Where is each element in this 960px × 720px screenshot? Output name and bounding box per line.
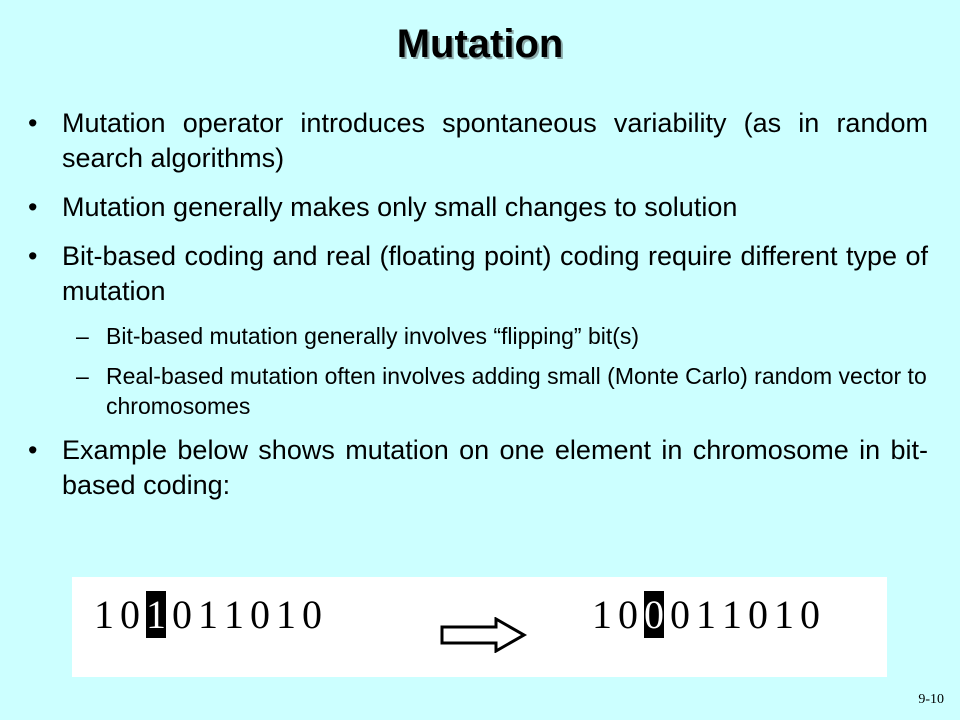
dash-glyph: – — [76, 323, 89, 349]
bullet-text: Example below shows mutation on one elem… — [62, 435, 928, 500]
bullet-item: • Example below shows mutation on one el… — [28, 433, 928, 503]
before-bit: 1 — [276, 592, 296, 637]
after-bit: 0 — [644, 591, 664, 638]
page-number: 9-10 — [918, 692, 944, 707]
after-bit: 1 — [722, 592, 742, 637]
bullet-glyph: • — [28, 108, 38, 138]
sub-bullet-text: Bit-based mutation generally involves “f… — [106, 323, 640, 349]
bullet-glyph: • — [28, 241, 38, 271]
before-bit: 0 — [172, 592, 192, 637]
slide-title: Mutation — [396, 22, 564, 66]
before-bit: 0 — [302, 592, 322, 637]
bullet-glyph: • — [28, 435, 38, 465]
after-bit: 0 — [618, 592, 638, 637]
bullet-item: • Mutation operator introduces spontaneo… — [28, 106, 928, 176]
bullet-glyph: • — [28, 192, 38, 222]
bullet-list: • Mutation operator introduces spontaneo… — [28, 106, 928, 517]
bullet-text: Mutation operator introduces spontaneous… — [62, 108, 928, 173]
dash-glyph: – — [76, 363, 89, 389]
double-arrow-right-icon — [440, 617, 528, 653]
before-bit: 1 — [198, 592, 218, 637]
sub-bullet-item: – Bit-based mutation generally involves … — [28, 321, 928, 351]
before-bit: 1 — [146, 591, 166, 638]
bullet-text: Bit-based coding and real (floating poin… — [62, 241, 928, 306]
sub-bullet-text: Real-based mutation often involves addin… — [106, 363, 927, 419]
before-bit: 1 — [224, 592, 244, 637]
after-bit: 0 — [748, 592, 768, 637]
bullet-item: • Mutation generally makes only small ch… — [28, 190, 928, 225]
before-bit: 0 — [120, 592, 140, 637]
bullet-item: • Bit-based coding and real (floating po… — [28, 239, 928, 309]
after-bit: 1 — [592, 592, 612, 637]
after-bit: 1 — [774, 592, 794, 637]
before-bit: 0 — [250, 592, 270, 637]
after-bit: 1 — [696, 592, 716, 637]
after-bit: 0 — [800, 592, 820, 637]
sub-bullet-item: – Real-based mutation often involves add… — [28, 361, 928, 421]
before-bit: 1 — [94, 592, 114, 637]
after-bit: 0 — [670, 592, 690, 637]
bullet-text: Mutation generally makes only small chan… — [62, 192, 738, 222]
